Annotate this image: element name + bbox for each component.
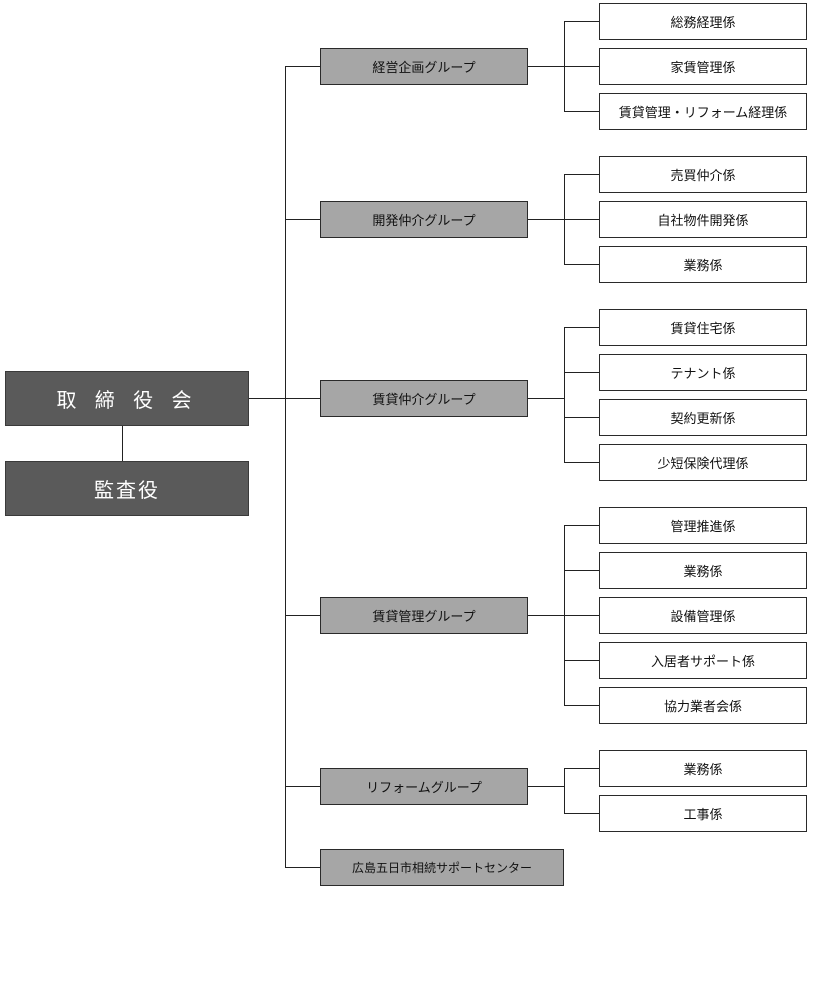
group-box-inheritance-support-center: 広島五日市相続サポートセンター — [320, 849, 564, 886]
section-box: 総務経理係 — [599, 3, 807, 40]
section-connector — [564, 768, 599, 769]
section-box: 契約更新係 — [599, 399, 807, 436]
section-connector — [564, 174, 599, 175]
section-box: テナント係 — [599, 354, 807, 391]
section-label: 設備管理係 — [670, 610, 736, 625]
section-label: 工事係 — [683, 808, 723, 823]
section-box: 賃貸住宅係 — [599, 309, 807, 346]
section-box: 業務係 — [599, 552, 807, 589]
section-label: 賃貸管理・リフォーム経理係 — [618, 106, 788, 121]
section-label: 契約更新係 — [670, 412, 736, 427]
group-connector — [285, 615, 320, 616]
section-box: 賃貸管理・リフォーム経理係 — [599, 93, 807, 130]
section-box: 自社物件開発係 — [599, 201, 807, 238]
section-connector — [564, 813, 599, 814]
group-connector — [285, 867, 320, 868]
auditor-label: 監査役 — [94, 478, 160, 502]
group-connector — [285, 398, 320, 399]
group-box-reform: リフォームグループ — [320, 768, 528, 805]
section-connector — [564, 219, 599, 220]
group-connector — [285, 66, 320, 67]
group-connector — [285, 219, 320, 220]
section-label: 管理推進係 — [670, 520, 736, 535]
section-label: 業務係 — [683, 259, 723, 274]
section-box: 工事係 — [599, 795, 807, 832]
auditor-box: 監査役 — [5, 461, 249, 516]
section-label: テナント係 — [670, 367, 736, 382]
section-label: 賃貸住宅係 — [670, 322, 736, 337]
board-of-directors-box: 取 締 役 会 — [5, 371, 249, 426]
section-box: 入居者サポート係 — [599, 642, 807, 679]
section-label: 家賃管理係 — [670, 61, 736, 76]
group-label: 経営企画グループ — [372, 61, 476, 76]
section-label: 業務係 — [683, 763, 723, 778]
section-box: 管理推進係 — [599, 507, 807, 544]
group-branch-connector — [528, 398, 564, 399]
section-connector — [564, 615, 599, 616]
group-label: 賃貸仲介グループ — [372, 393, 476, 408]
section-connector — [564, 327, 599, 328]
section-box: 業務係 — [599, 246, 807, 283]
section-connector — [564, 111, 599, 112]
section-branch-line — [564, 768, 565, 814]
section-label: 自社物件開発係 — [657, 214, 749, 229]
section-connector — [564, 525, 599, 526]
section-box: 少短保険代理係 — [599, 444, 807, 481]
section-connector — [564, 417, 599, 418]
group-box-rental-management: 賃貸管理グループ — [320, 597, 528, 634]
section-connector — [564, 570, 599, 571]
group-label: 賃貸管理グループ — [372, 610, 476, 625]
section-box: 業務係 — [599, 750, 807, 787]
section-branch-line — [564, 327, 565, 463]
section-label: 少短保険代理係 — [657, 457, 749, 472]
section-connector — [564, 372, 599, 373]
section-connector — [564, 660, 599, 661]
group-branch-connector — [528, 219, 564, 220]
group-label: リフォームグループ — [366, 781, 482, 796]
board-trunk-connector — [249, 398, 285, 399]
section-connector — [564, 66, 599, 67]
section-label: 業務係 — [683, 565, 723, 580]
section-connector — [564, 705, 599, 706]
group-trunk-line — [285, 66, 286, 867]
group-box-development-brokerage: 開発仲介グループ — [320, 201, 528, 238]
group-box-rental-brokerage: 賃貸仲介グループ — [320, 380, 528, 417]
section-connector — [564, 462, 599, 463]
section-label: 売買仲介係 — [670, 169, 736, 184]
board-of-directors-label: 取 締 役 会 — [56, 388, 198, 412]
section-box: 協力業者会係 — [599, 687, 807, 724]
group-box-management-planning: 経営企画グループ — [320, 48, 528, 85]
section-label: 総務経理係 — [670, 16, 736, 31]
section-box: 設備管理係 — [599, 597, 807, 634]
group-branch-connector — [528, 66, 564, 67]
section-box: 売買仲介係 — [599, 156, 807, 193]
section-connector — [564, 264, 599, 265]
group-branch-connector — [528, 615, 564, 616]
board-auditor-connector — [122, 426, 123, 461]
section-box: 家賃管理係 — [599, 48, 807, 85]
section-label: 入居者サポート係 — [650, 655, 755, 670]
group-label: 開発仲介グループ — [372, 214, 476, 229]
group-branch-connector — [528, 786, 564, 787]
group-connector — [285, 786, 320, 787]
group-label: 広島五日市相続サポートセンター — [351, 861, 532, 875]
section-connector — [564, 21, 599, 22]
section-label: 協力業者会係 — [663, 700, 742, 715]
